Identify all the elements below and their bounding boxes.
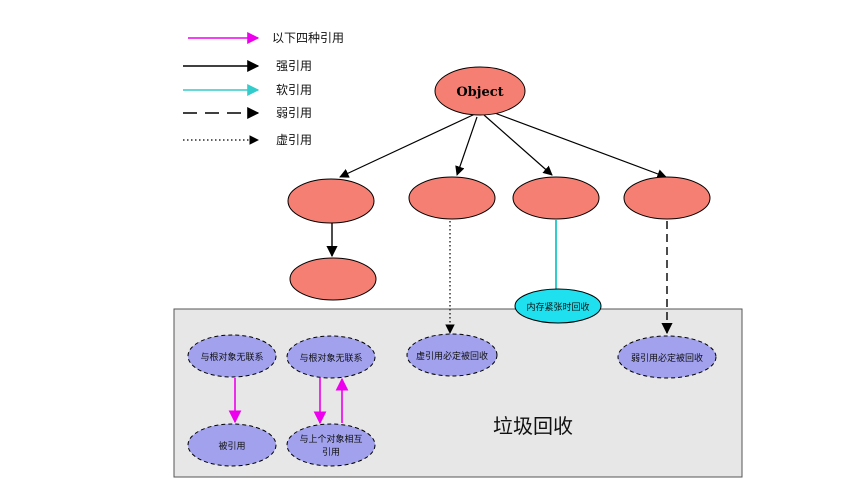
gc-node-unlinked-1-label: 与根对象无联系	[200, 351, 263, 363]
edge-root-to-weak	[491, 111, 667, 179]
gc-node-unlinked-1	[187, 334, 277, 378]
root-edges	[339, 111, 667, 179]
legend-label-strong: 强引用	[276, 59, 312, 73]
gc-node-weak	[617, 335, 717, 379]
legend-label-weak: 弱引用	[276, 106, 312, 120]
legend-label-soft: 软引用	[276, 83, 312, 97]
gc-nodes: 与根对象无联系 被引用 与根对象无联系 与上个对象相互 引用 虚引用必定被回收 …	[187, 333, 717, 467]
edge-root-to-strong	[339, 113, 476, 178]
soft-object-node	[512, 176, 600, 220]
gc-node-phantom	[406, 333, 498, 377]
legend-label-phantom: 虚引用	[276, 133, 312, 147]
gc-node-mutual	[286, 423, 376, 467]
soft-reclaim-node	[514, 288, 602, 324]
edge-root-to-phantom	[455, 116, 478, 176]
gc-node-referenced-label: 被引用	[218, 440, 245, 452]
strong-child-node	[289, 257, 377, 301]
gc-node-phantom-label: 虚引用必定被回收	[416, 350, 488, 362]
soft-reclaim-label: 内存紧张时回收	[526, 301, 589, 313]
strong-object-node	[287, 178, 375, 224]
weak-object-node	[623, 176, 711, 220]
root-object-label: Object	[456, 85, 503, 100]
phantom-object-node	[408, 176, 496, 220]
gc-node-mutual-label-1: 与上个对象相互	[299, 433, 362, 445]
gc-node-unlinked-2-label: 与根对象无联系	[299, 352, 362, 364]
gc-node-referenced	[187, 423, 277, 467]
legend-label-four-refs: 以下四种引用	[272, 31, 344, 45]
gc-node-weak-label: 弱引用必定被回收	[631, 352, 703, 364]
gc-node-unlinked-2	[286, 335, 376, 379]
edge-root-to-soft	[483, 114, 553, 176]
gc-node-mutual-label-2: 引用	[322, 447, 340, 458]
legend: 以下四种引用 强引用 软引用 弱引用 虚引用	[183, 31, 344, 147]
root-object-node	[434, 66, 526, 116]
gc-area-title: 垃圾回收	[493, 414, 573, 438]
